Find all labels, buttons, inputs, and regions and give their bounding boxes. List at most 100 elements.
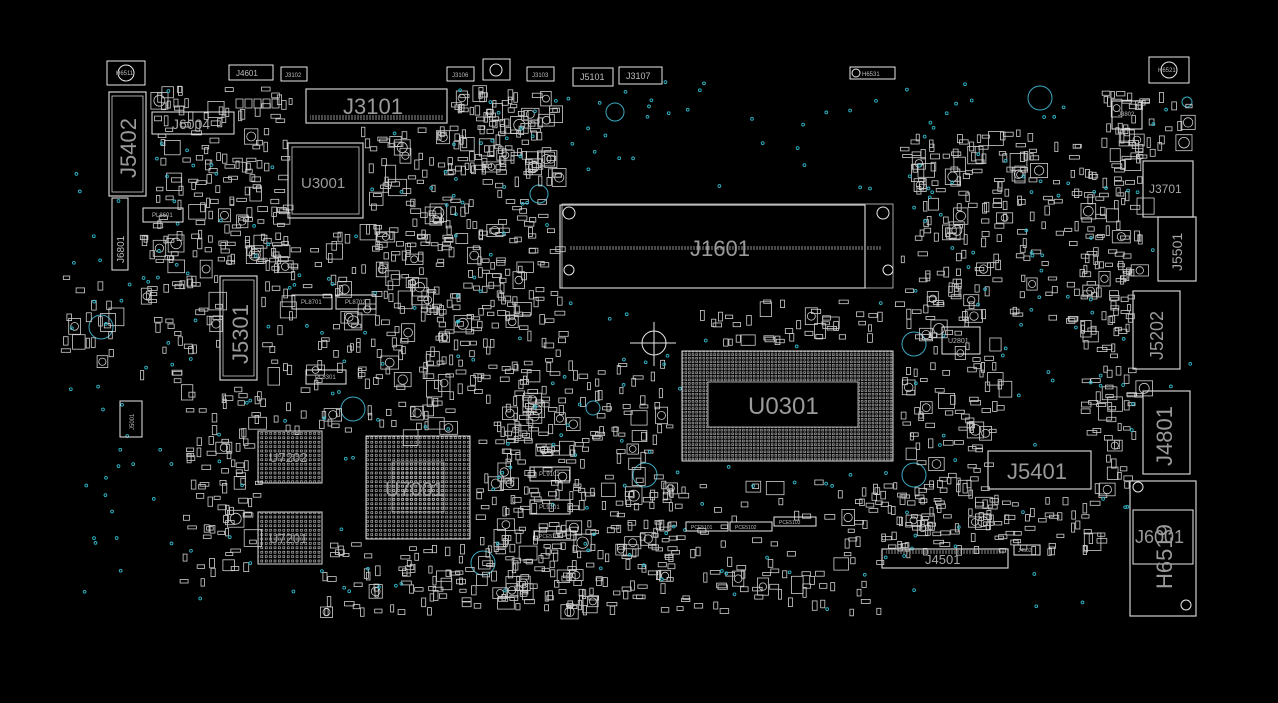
smd-pad — [186, 452, 195, 458]
smd-pad — [1004, 188, 1010, 197]
smd-pad — [498, 219, 508, 225]
smd-pad — [165, 195, 174, 201]
smd-pad — [632, 594, 644, 599]
smd-pad — [560, 542, 566, 550]
smd-pad — [527, 330, 532, 342]
smd-pad — [929, 507, 934, 517]
smd-pad-marker — [928, 294, 937, 303]
via — [458, 88, 462, 93]
via — [1039, 268, 1044, 273]
smd-pad — [568, 505, 579, 510]
via — [1164, 107, 1168, 112]
smd-pad — [849, 608, 854, 617]
smd-pad — [332, 324, 340, 330]
smd-pad — [916, 185, 922, 195]
smd-pad — [460, 206, 466, 217]
smd-pad — [461, 129, 466, 139]
smd-pad — [1053, 198, 1063, 204]
smd-pad — [984, 462, 994, 467]
smd-pad — [953, 207, 969, 225]
smd-pad — [438, 321, 447, 328]
smd-pad — [485, 394, 491, 404]
smd-pad — [549, 560, 555, 569]
smd-pad — [539, 314, 545, 325]
smd-pad — [936, 503, 946, 509]
smd-pad — [545, 358, 554, 363]
smd-pad — [1114, 200, 1119, 210]
via — [1131, 401, 1135, 406]
smd-pad — [489, 145, 495, 156]
smd-pad — [958, 316, 969, 321]
smd-pad-marker — [758, 582, 768, 591]
smd-pad — [281, 100, 287, 110]
smd-pad — [652, 434, 657, 445]
via — [525, 200, 529, 205]
smd-pad — [529, 583, 538, 589]
smd-pad — [217, 530, 226, 535]
smd-pad — [574, 478, 580, 487]
smd-pad — [917, 251, 928, 257]
smd-pad — [199, 482, 210, 487]
smd-pad — [457, 107, 469, 113]
smd-pad — [523, 171, 533, 176]
smd-pad — [952, 148, 959, 158]
via — [114, 536, 119, 540]
smd-pad — [850, 557, 856, 565]
smd-pad — [655, 521, 661, 531]
smd-pad — [1103, 96, 1108, 104]
via — [586, 548, 591, 553]
smd-pad — [327, 576, 337, 582]
smd-pad — [513, 364, 519, 372]
smd-pad — [820, 599, 826, 609]
smd-pad — [364, 553, 373, 559]
via — [726, 465, 731, 469]
smd-pad — [1105, 394, 1114, 398]
smd-pad — [1137, 176, 1143, 184]
smd-pad — [1087, 194, 1094, 205]
smd-pad — [1115, 187, 1121, 197]
smd-pad — [386, 331, 396, 337]
smd-pad — [586, 562, 595, 568]
smd-pad — [484, 145, 490, 153]
label-u7202: U7202 — [269, 450, 307, 465]
smd-pad-marker — [229, 512, 242, 525]
smd-pad — [900, 146, 910, 152]
smd-pad — [1098, 270, 1111, 287]
smd-pad — [984, 355, 994, 361]
smd-pad — [1009, 308, 1020, 315]
smd-pad — [595, 378, 600, 387]
smd-pad — [152, 223, 164, 229]
smd-pad — [329, 542, 339, 549]
smd-pad — [973, 467, 981, 473]
smd-pad — [511, 563, 517, 574]
smd-pad — [942, 369, 950, 376]
smd-pad — [1096, 233, 1105, 238]
smd-pad — [1113, 327, 1120, 337]
smd-pad — [319, 419, 325, 429]
smd-pad — [534, 566, 545, 572]
via — [252, 224, 256, 228]
smd-pad — [494, 144, 502, 149]
via — [159, 141, 164, 146]
smd-pad — [447, 168, 456, 175]
smd-pad — [230, 566, 240, 571]
smd-pad — [538, 555, 544, 564]
smd-pad — [937, 505, 942, 513]
smd-pad — [479, 125, 485, 135]
smd-pad — [438, 331, 450, 343]
smd-pad — [1128, 103, 1138, 110]
smd-pad — [998, 151, 1007, 156]
smd-pad — [206, 450, 217, 456]
smd-pad — [325, 243, 343, 260]
via — [825, 607, 830, 611]
via — [621, 383, 626, 387]
smd-pad — [1090, 378, 1101, 383]
smd-pad — [250, 253, 260, 259]
smd-pad — [1113, 308, 1119, 316]
smd-pad — [271, 265, 280, 271]
via — [953, 544, 958, 549]
smd-pad — [1041, 221, 1046, 230]
smd-pad — [935, 500, 945, 505]
label-pl8702: PL8702 — [345, 300, 366, 306]
smd-pad — [512, 296, 518, 306]
